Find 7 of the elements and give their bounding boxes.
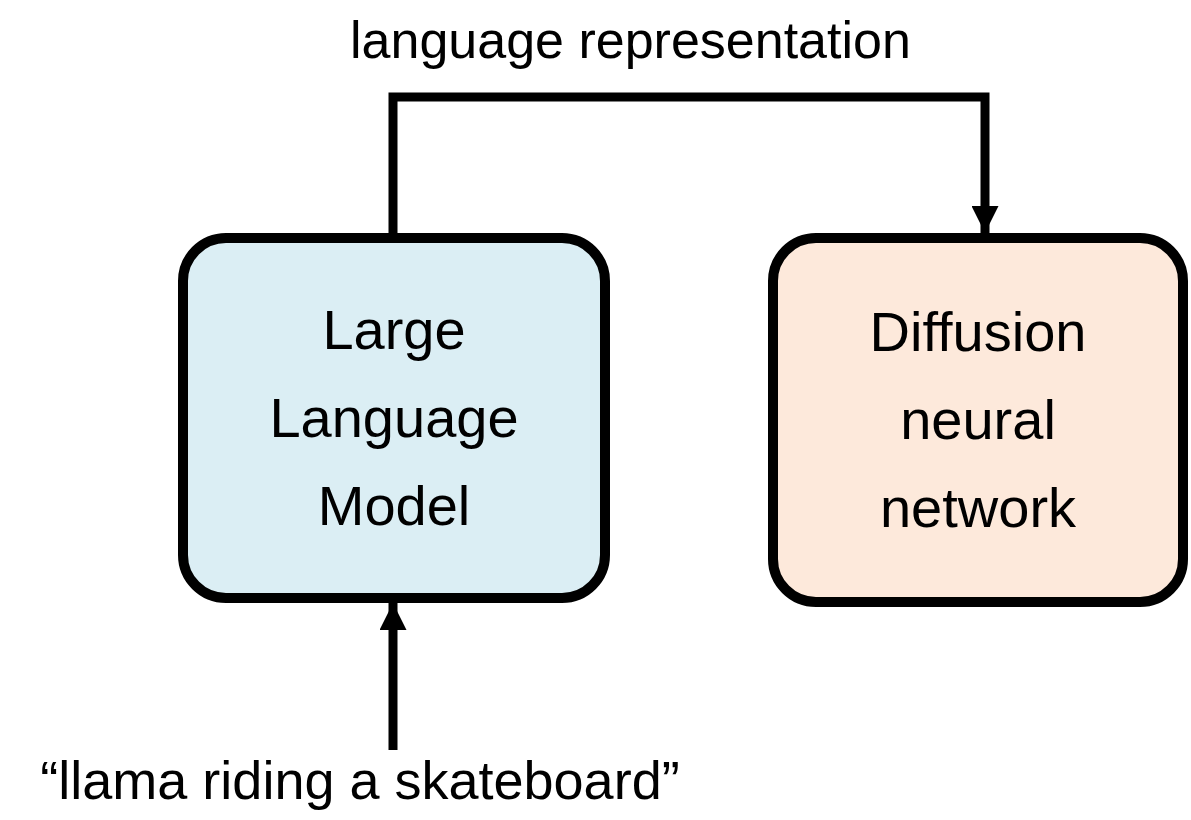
box-label: Diffusion neural network xyxy=(868,299,1088,541)
arrow xyxy=(388,92,999,233)
process-box xyxy=(178,233,610,603)
box-label: Large Language Model xyxy=(268,297,520,539)
arrow xyxy=(379,603,407,750)
process-box xyxy=(768,233,1188,607)
input-prompt-text: “llama riding a skateboard” xyxy=(40,749,680,812)
